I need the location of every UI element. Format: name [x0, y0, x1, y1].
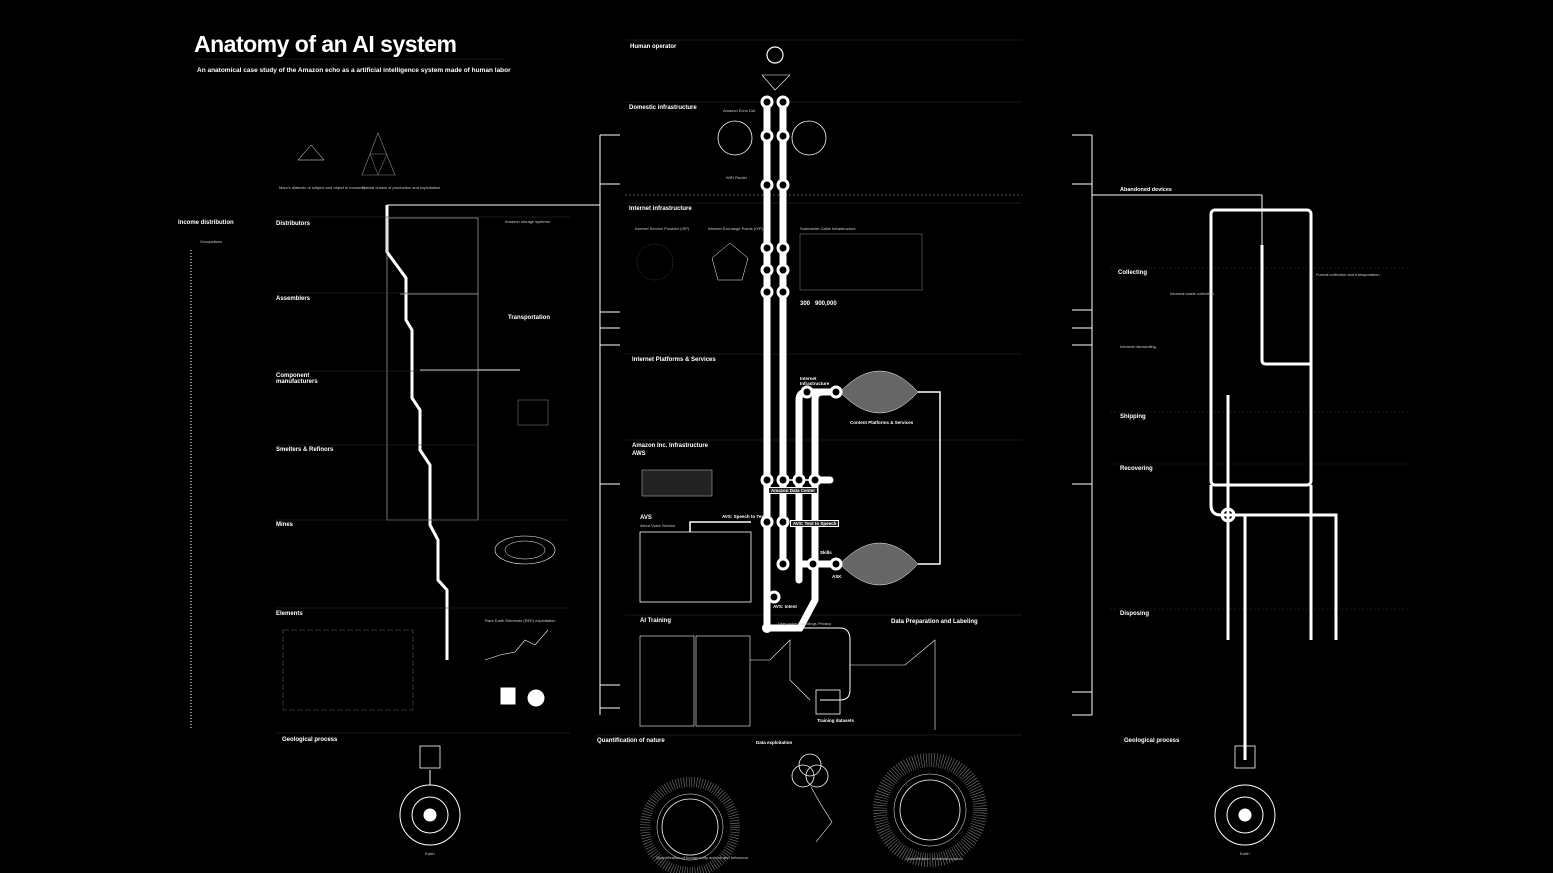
- cable-count: 300: [800, 301, 811, 307]
- echo-dot-label: Amazon Echo Dot: [723, 108, 756, 113]
- formal-collection-label: Formal collection and transportation: [1316, 272, 1380, 277]
- section-distributors: Distributors: [276, 221, 311, 227]
- internet-infra-station: Internet Infrastructure: [800, 376, 830, 386]
- section-elements: Elements: [276, 611, 303, 617]
- training-datasets-label: Training datasets: [817, 718, 855, 723]
- section-quantification: Quantification of nature: [597, 738, 665, 744]
- isp-label: Internet Service Provider (ISP): [635, 226, 690, 231]
- text-to-speech-tag: AVS: Text to Speech: [790, 520, 840, 527]
- storage-label: Amazon storage systems: [505, 219, 550, 224]
- section-shipping: Shipping: [1120, 414, 1146, 420]
- occupations-label: Occupations: [200, 239, 223, 244]
- fractal-caption: Fractal chains of production and exploit…: [362, 185, 441, 190]
- cable-km: 900,000: [815, 301, 837, 307]
- income-distribution-title: Income distribution: [178, 220, 234, 226]
- page-subtitle: An anatomical case study of the Amazon e…: [197, 67, 511, 74]
- ask-label: ASK: [832, 574, 842, 579]
- section-amazon-infrastructure: Amazon Inc. Infrastructure: [632, 443, 709, 449]
- page-title: Anatomy of an AI system: [194, 31, 457, 57]
- section-human-operator: Human operator: [630, 44, 677, 50]
- speech-to-text-label: AVS: Speech to Text: [722, 514, 766, 519]
- skills-label: Skills: [820, 550, 832, 555]
- geological-process-left: Geological process: [282, 737, 338, 743]
- informal-collection-label: Informal waste collection: [1170, 291, 1214, 296]
- section-mines: Mines: [276, 522, 294, 528]
- section-ai-training: AI Training: [640, 618, 672, 624]
- privacy-label: Privacy: [818, 621, 832, 626]
- quant-human-caption: Quantification of human body actions and…: [656, 855, 749, 860]
- section-data-preparation: Data Preparation and Labeling: [891, 619, 978, 625]
- amazon-data-center-tag: Amazon Data Center: [768, 487, 819, 494]
- ree-label: Rare Earth Elements (REE) exploitation: [485, 618, 556, 623]
- section-collecting: Collecting: [1118, 270, 1148, 276]
- informal-dismantling-label: Informal dismantling: [1120, 344, 1156, 349]
- user-recordings-label: User voice recordings: [778, 621, 817, 626]
- section-platforms: Internet Platforms & Services: [632, 357, 716, 363]
- section-recovering: Recovering: [1120, 466, 1153, 472]
- submarine-label: Submarine Cable Infrastructure: [800, 226, 856, 231]
- ixp-label: Internet Exchange Points (IXP): [708, 226, 763, 231]
- section-smelters: Smelters & Refinors: [276, 447, 334, 453]
- intent-label: AVS: Intent: [773, 604, 797, 609]
- earth-label-left: Earth: [425, 851, 435, 856]
- avs-subtitle: Alexa Voice Service: [640, 523, 676, 528]
- content-platforms-label: Content Platforms & Services: [850, 420, 914, 425]
- section-component-manufacturers: Component manufacturers: [276, 373, 318, 385]
- section-assemblers: Assemblers: [276, 296, 311, 302]
- earth-label-right: Earth: [1240, 851, 1250, 856]
- section-internet-infrastructure: Internet infrastructure: [629, 206, 692, 212]
- geological-process-right: Geological process: [1124, 738, 1180, 744]
- aws-label: AWS: [632, 451, 646, 457]
- quant-nature-caption: Quantification of natural product: [906, 856, 963, 861]
- section-transportation: Transportation: [508, 315, 551, 321]
- data-exploitation-label: Data exploitation: [756, 740, 793, 745]
- marx-caption: Marx's dialectic of subject and object i…: [279, 185, 366, 190]
- section-domestic-infrastructure: Domestic infrastructure: [629, 105, 697, 111]
- avs-title: AVS: [640, 515, 652, 521]
- abandoned-devices-label: Abandoned devices: [1120, 187, 1172, 193]
- wifi-router-label: WiFi Router: [726, 175, 748, 180]
- section-disposing: Disposing: [1120, 611, 1150, 617]
